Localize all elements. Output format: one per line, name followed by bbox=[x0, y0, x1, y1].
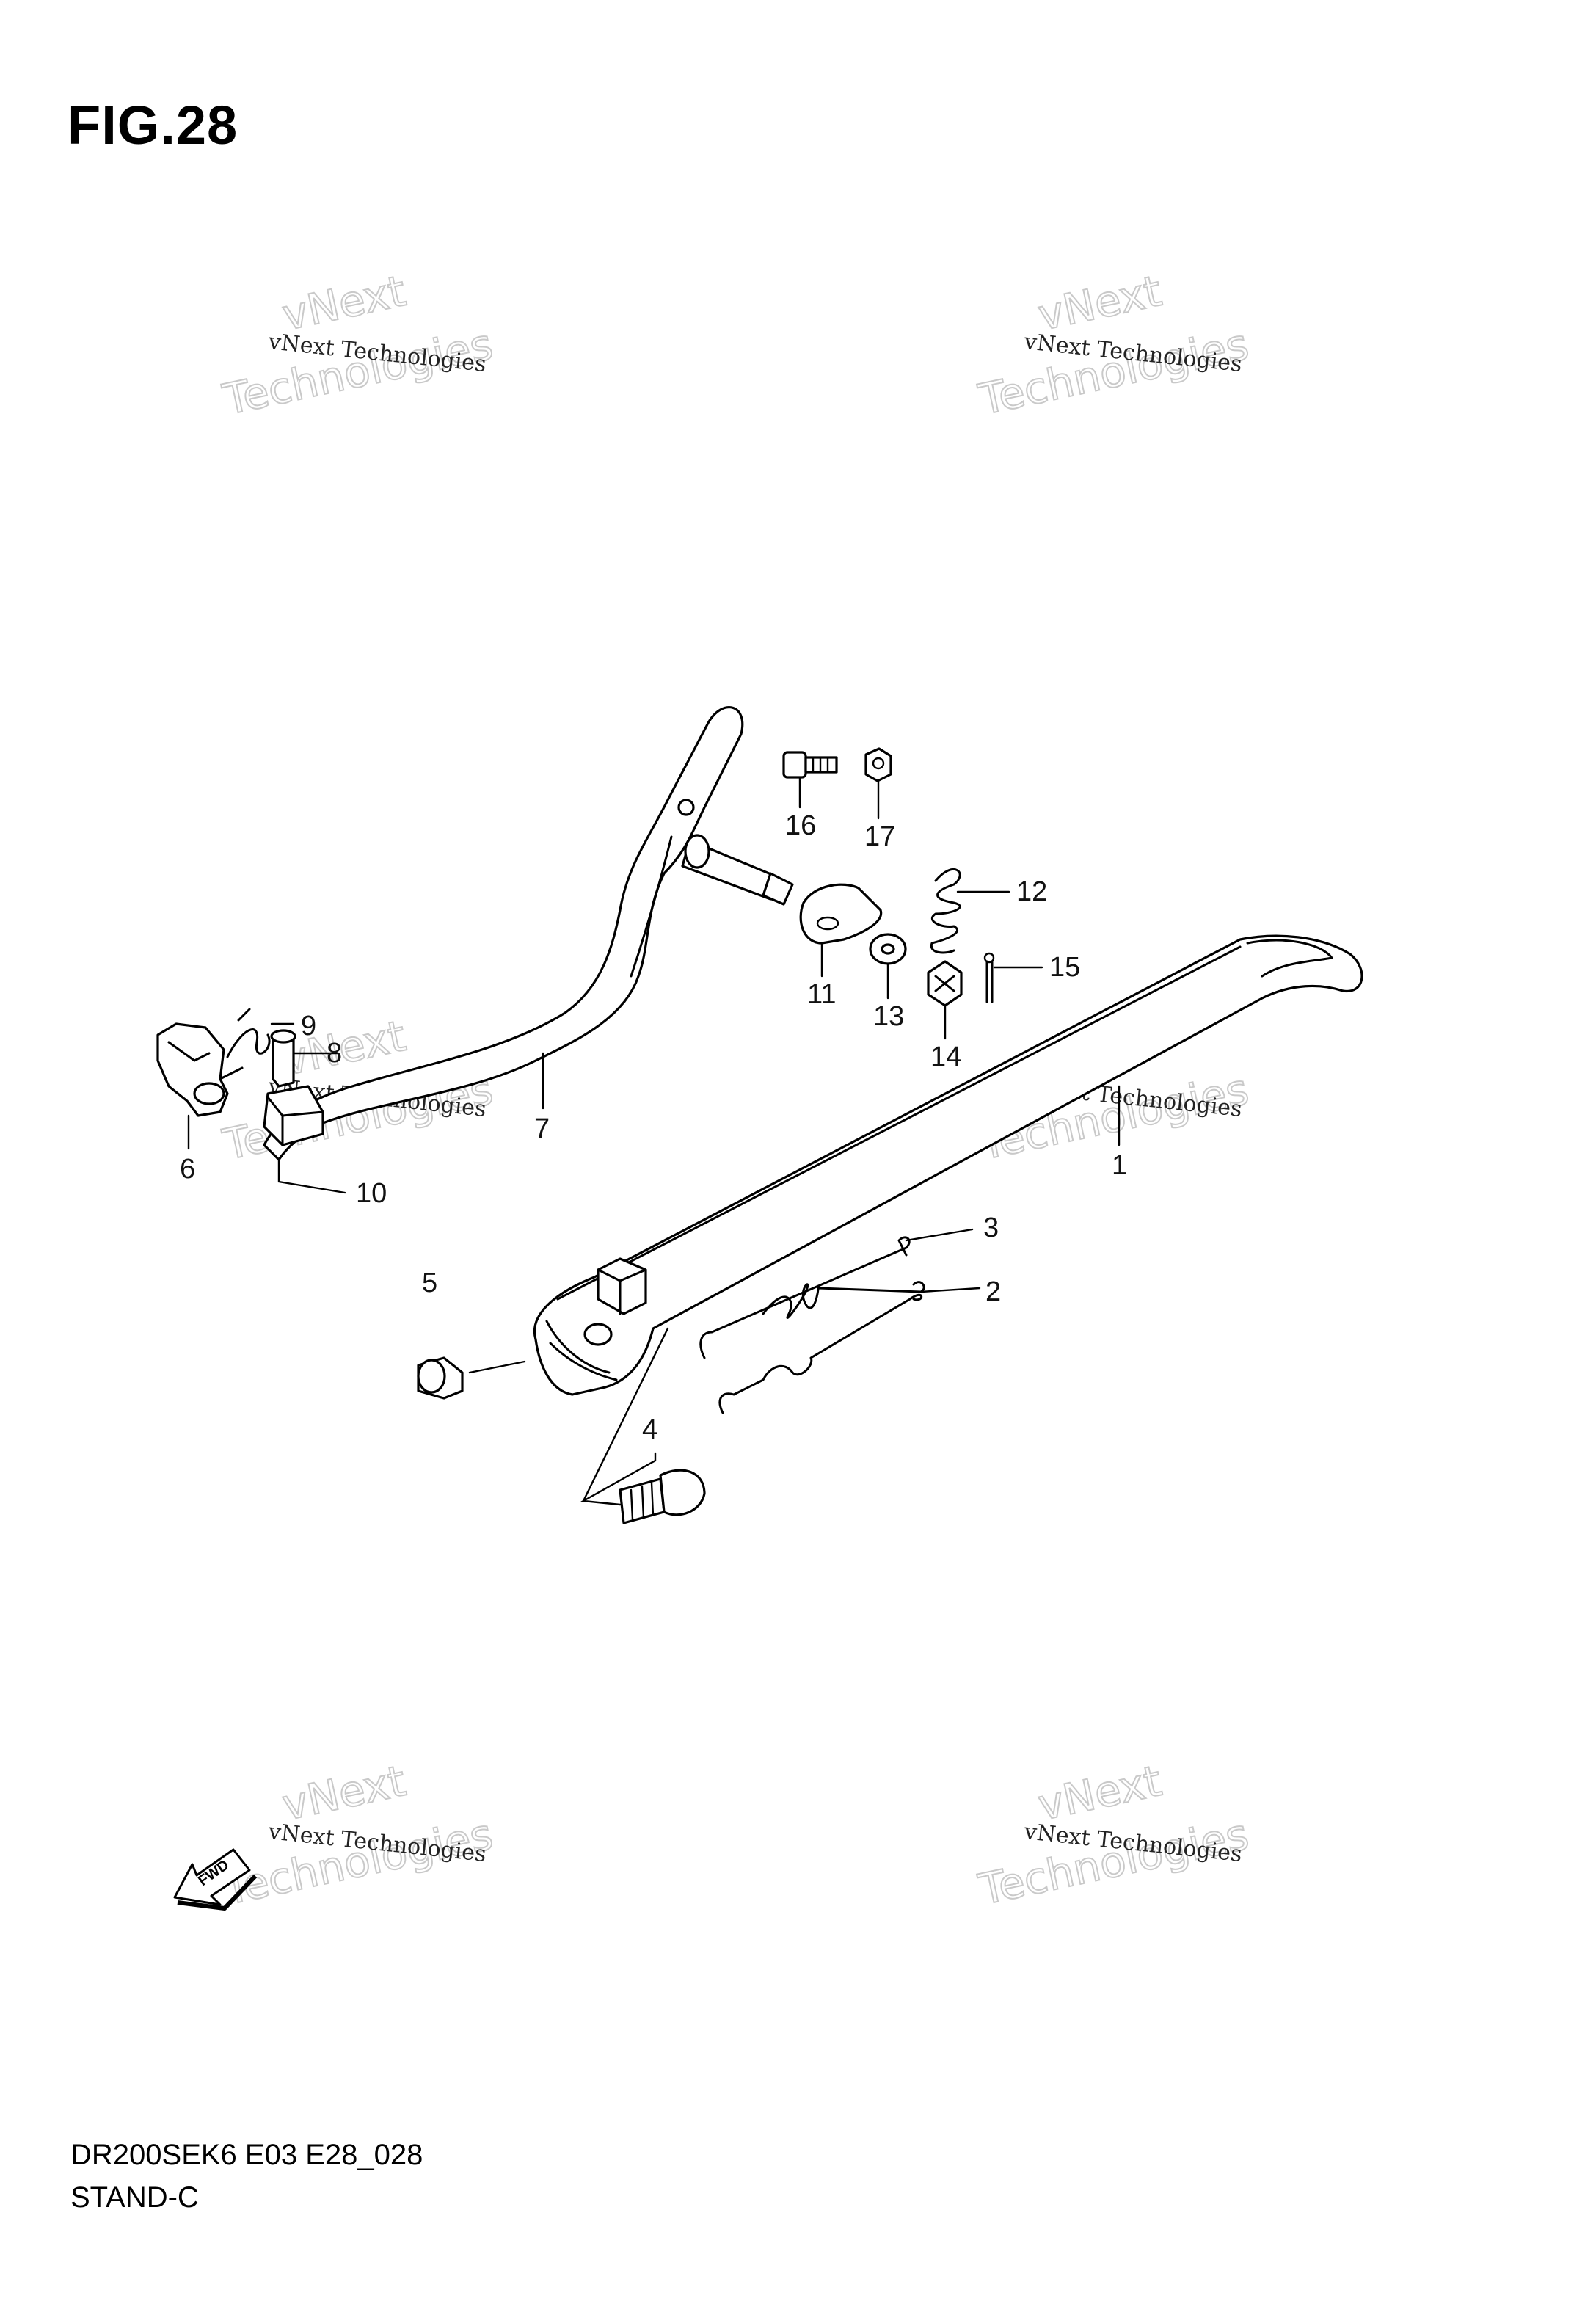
callout-10: 10 bbox=[356, 1178, 387, 1209]
diagram-code: DR200SEK6 E03 E28_028 bbox=[70, 2139, 423, 2171]
watermark-bottom-right: vNext Technologies vNext Technologies bbox=[974, 1755, 1254, 1916]
svg-text:vNext: vNext bbox=[278, 266, 410, 341]
callout-14: 14 bbox=[930, 1042, 961, 1072]
callout-2: 2 bbox=[985, 1276, 1001, 1307]
svg-text:vNext: vNext bbox=[1034, 1756, 1166, 1831]
part-10-end-block bbox=[263, 1085, 324, 1146]
part-15-cotter-pin bbox=[983, 952, 995, 1003]
callout-4: 4 bbox=[642, 1414, 657, 1445]
watermark-top-left: vNext Technologies vNext Technologies bbox=[218, 265, 498, 426]
callout-17: 17 bbox=[864, 821, 895, 852]
leader-lines bbox=[187, 777, 1121, 1506]
callout-5: 5 bbox=[422, 1268, 437, 1298]
part-1-side-stand bbox=[533, 934, 1363, 1396]
part-12-spring bbox=[930, 868, 961, 954]
part-2-spring bbox=[718, 1281, 925, 1414]
part-9-small-spring bbox=[226, 1008, 271, 1058]
callout-8: 8 bbox=[327, 1038, 342, 1069]
callout-15: 15 bbox=[1049, 952, 1080, 983]
callout-7: 7 bbox=[534, 1113, 550, 1144]
part-5-bushing bbox=[417, 1356, 464, 1400]
callout-1: 1 bbox=[1112, 1150, 1127, 1181]
part-17-nut bbox=[864, 747, 892, 782]
part-14-castle-nut bbox=[927, 960, 963, 1007]
svg-text:vNext: vNext bbox=[1034, 266, 1166, 341]
callout-13: 13 bbox=[873, 1001, 904, 1032]
callout-9: 9 bbox=[301, 1011, 316, 1042]
part-16-bolt bbox=[782, 751, 838, 779]
callout-6: 6 bbox=[180, 1154, 195, 1185]
watermark-bottom-left: vNext Technologies vNext Technologies bbox=[218, 1755, 498, 1916]
svg-text:vNext: vNext bbox=[278, 1756, 410, 1831]
callout-11: 11 bbox=[807, 979, 836, 1010]
part-13-washer bbox=[869, 933, 907, 965]
watermark-top-right: vNext Technologies vNext Technologies bbox=[974, 265, 1254, 426]
svg-text:vNext: vNext bbox=[278, 1011, 410, 1086]
part-8-pin bbox=[270, 1029, 296, 1088]
callout-12: 12 bbox=[1016, 876, 1047, 907]
figure-title: FIG.28 bbox=[68, 95, 238, 156]
part-11-plate bbox=[799, 883, 883, 945]
diagram-name: STAND-C bbox=[70, 2181, 199, 2214]
callout-3: 3 bbox=[983, 1213, 999, 1243]
callout-16: 16 bbox=[785, 810, 816, 841]
part-6-bracket bbox=[156, 1022, 244, 1117]
part-3-hook bbox=[699, 1236, 911, 1359]
part-4-bolt bbox=[619, 1469, 706, 1524]
part-7-brace-arm bbox=[263, 706, 794, 1161]
